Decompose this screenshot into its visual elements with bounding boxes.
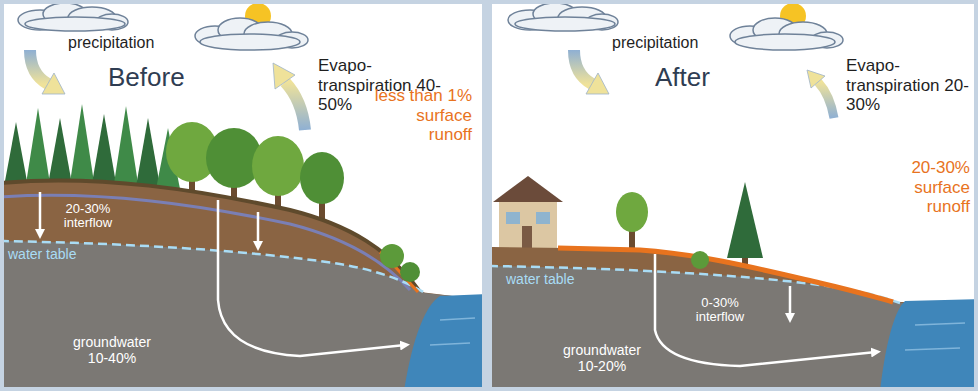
precipitation-arrow — [574, 50, 592, 84]
water-body — [404, 294, 482, 387]
water-ripple — [430, 318, 475, 345]
water-ripple — [905, 323, 965, 350]
house-window — [536, 212, 550, 224]
flow-label: groundwater 10-20% — [556, 342, 648, 374]
house-window — [506, 212, 520, 224]
conifer-tree — [727, 182, 763, 258]
infiltration-arrow — [257, 212, 260, 246]
cloud-part — [25, 17, 125, 31]
before-panel — [4, 4, 482, 387]
deciduous-tree — [300, 152, 344, 204]
cloud — [508, 4, 618, 31]
panel-heading: Before — [108, 62, 208, 93]
cloud — [195, 18, 308, 50]
soil — [492, 247, 974, 387]
surface-runoff-line — [558, 248, 893, 302]
water-body — [880, 299, 974, 387]
house-roof — [493, 176, 563, 202]
cloud-part — [200, 34, 300, 50]
runoff-label: less than 1% surface runoff — [371, 86, 472, 145]
cloud — [730, 18, 843, 50]
precipitation-arrow-head — [42, 73, 65, 94]
evapotranspiration-arrow-head — [807, 70, 825, 88]
house-door — [522, 226, 532, 248]
water-table-line — [4, 241, 425, 293]
infiltration-arrow — [39, 192, 42, 234]
layer-label: water table — [506, 271, 606, 288]
conifer-tree — [91, 114, 117, 189]
groundwater-zone — [4, 241, 482, 387]
infiltration-arrow — [789, 286, 792, 318]
conifer-tree — [25, 108, 51, 190]
groundwater-flow-arrow — [218, 200, 405, 356]
process-label: Evapo- transpiration 20-30% — [846, 56, 971, 115]
evapotranspiration-arrow — [285, 82, 305, 130]
panel-heading: After — [655, 62, 755, 93]
precipitation-arrow-head — [586, 73, 609, 94]
cloud — [18, 4, 128, 31]
house-wall — [499, 202, 557, 248]
soil — [4, 180, 482, 387]
interflow-band — [4, 195, 410, 290]
precipitation-arrow — [30, 50, 48, 84]
flow-label: groundwater 10-40% — [66, 334, 158, 366]
groundwater-zone — [492, 266, 974, 387]
conifer-tree — [135, 118, 161, 192]
evapotranspiration-arrow-head — [273, 63, 295, 89]
bush — [691, 251, 709, 269]
layer-label: water table — [8, 246, 108, 263]
bush — [380, 244, 404, 268]
process-label: precipitation — [612, 33, 722, 52]
evapotranspiration-arrow — [818, 82, 834, 118]
flow-label: 20-30% interflow — [52, 202, 124, 231]
sun-and-cloud — [730, 4, 843, 50]
conifer-tree — [113, 106, 139, 190]
precipitation-arrow-group — [574, 50, 609, 94]
water-table-line — [492, 266, 900, 303]
bush — [400, 262, 420, 282]
deciduous-tree — [616, 192, 648, 232]
cloud-part — [735, 34, 835, 50]
runoff-label: 20-30% surface runoff — [874, 158, 970, 217]
conifer-tree — [69, 104, 95, 189]
groundwater-flow-arrow — [655, 254, 876, 366]
deciduous-tree — [252, 136, 304, 196]
cloud-part — [515, 17, 615, 31]
process-label: precipitation — [68, 33, 178, 52]
after-panel — [492, 4, 974, 387]
flow-label: 0-30% interflow — [686, 296, 754, 325]
